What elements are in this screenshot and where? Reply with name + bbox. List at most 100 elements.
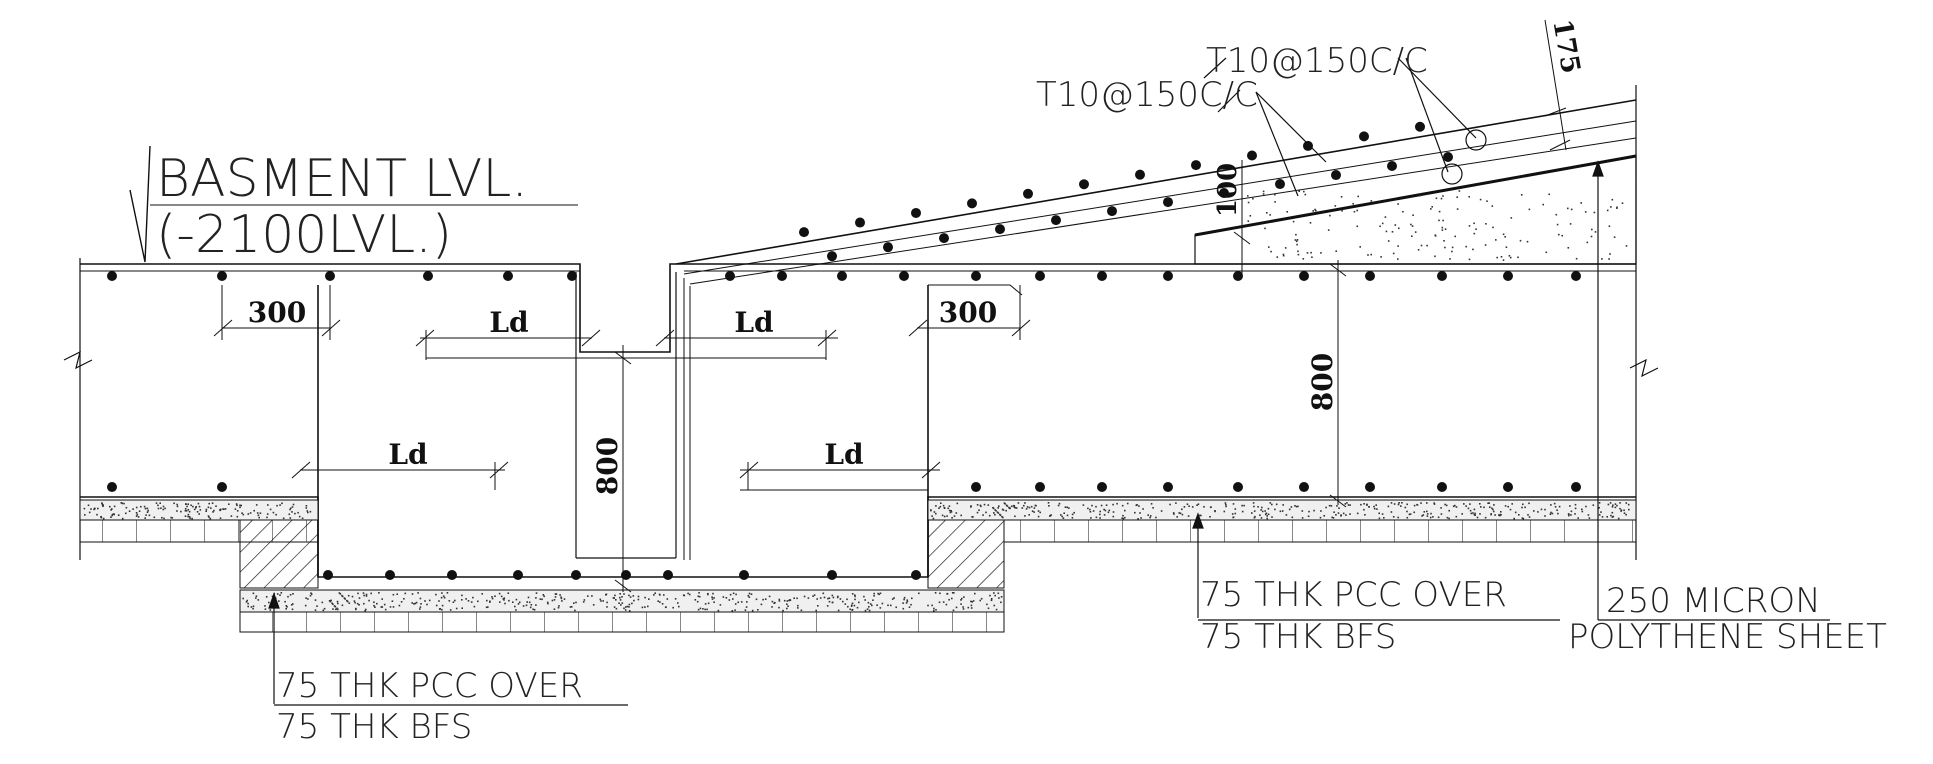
speckle [1473,513,1476,516]
speckle [644,596,646,599]
speckle [1524,506,1526,509]
speckle [323,607,326,610]
speckle [111,513,114,516]
speckle [284,600,286,603]
speckle [970,607,973,609]
speckle [930,509,932,511]
speckle [157,504,159,507]
speckle [365,595,368,597]
speckle [1188,505,1190,507]
speckle [783,599,786,602]
speckle [955,512,958,514]
speckle [512,601,514,603]
speckle [1331,516,1333,519]
speckle [266,513,269,515]
speckle [849,608,851,611]
speckle [619,593,621,595]
speckle [1266,515,1268,517]
speckle [831,601,834,604]
speckle [363,602,365,605]
speckle [331,602,333,605]
speckle [962,606,964,608]
speckle [353,600,356,602]
speckle [305,507,308,509]
speckle [1209,516,1211,518]
speckle [341,595,344,598]
speckle [1472,248,1474,251]
speckle [314,599,317,601]
speckle [240,504,242,507]
speckle [223,508,225,510]
speckle [1385,230,1388,233]
speckle [1107,511,1110,514]
speckle [1504,505,1507,507]
speckle [1456,196,1458,198]
speckle [256,512,259,514]
speckle [442,595,445,597]
speckle [1312,210,1314,212]
speckle [1421,515,1423,517]
speckle [1492,510,1495,513]
rebar-dot [1331,170,1341,181]
speckle [1610,206,1612,208]
speckle [1304,193,1307,196]
speckle [1367,254,1369,256]
speckle [1444,246,1446,249]
speckle [1619,502,1621,504]
speckle [992,507,995,510]
speckle [1600,511,1602,513]
dim-pit-depth: 800 [591,437,624,495]
speckle [356,602,359,605]
speckle [1507,505,1509,508]
speckle [1452,505,1455,508]
speckle [473,605,476,608]
speckle [648,598,650,600]
speckle [946,515,948,517]
speckle [1087,507,1089,510]
speckle [560,596,562,598]
speckle [245,601,248,603]
speckle [854,595,856,598]
speckle [1406,503,1408,506]
level-marker: BASMENT LVL. (-2100LVL.) [129,145,578,265]
rebar-dot [1387,161,1397,172]
speckle [292,593,294,595]
speckle [112,513,115,515]
speckle [1297,505,1299,508]
speckle [851,609,853,611]
speckle [441,608,443,611]
speckle [188,516,191,518]
speckle [1276,256,1279,258]
speckle [467,600,470,602]
speckle [507,592,510,594]
speckle [301,517,304,520]
speckle [1554,506,1557,508]
speckle [304,604,307,607]
speckle [1288,508,1291,511]
rebar-dot [827,251,837,262]
speckle [184,508,187,510]
speckle [1601,516,1604,518]
speckle [1587,514,1590,516]
speckle [309,594,312,597]
speckle [336,600,339,603]
speckle [751,609,754,612]
dim-ld-upper-right: Ld [734,306,773,339]
speckle [289,594,292,596]
speckle [449,609,452,611]
speckle [239,504,241,507]
speckle [606,601,608,604]
speckle [939,592,941,595]
speckle [1214,510,1216,513]
speckle [1360,503,1362,506]
dim-cover-right: 300 [939,296,997,329]
speckle [952,609,955,612]
speckle [731,610,734,612]
speckle [1024,515,1026,517]
speckle [84,514,86,516]
note-right-line1: 75 THK PCC OVER [1200,575,1507,615]
speckle [1569,223,1572,225]
speckle [1262,193,1265,195]
speckle [1191,506,1194,508]
